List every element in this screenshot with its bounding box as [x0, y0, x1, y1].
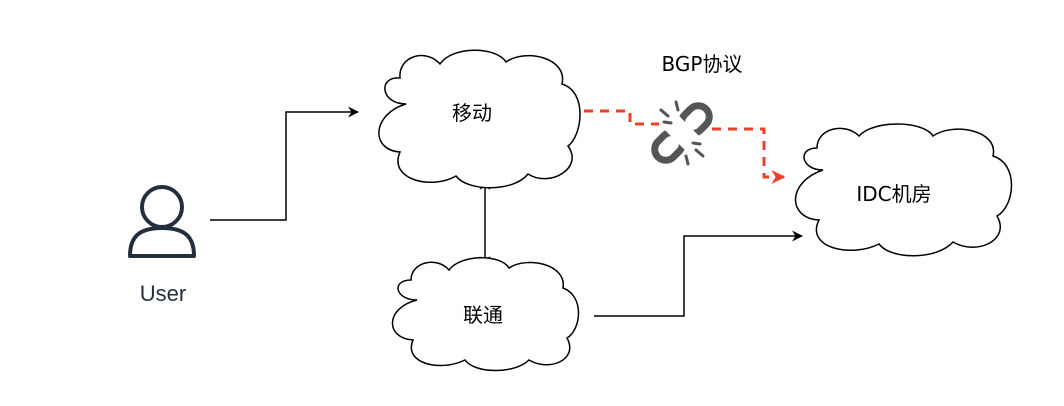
bgp-protocol-label: BGP协议 [662, 52, 743, 76]
edge-user-to-mobile [210, 106, 360, 221]
cloud-unicom[interactable] [391, 257, 580, 372]
cloud-mobile[interactable] [378, 49, 581, 189]
idc-label: IDC机房 [856, 182, 931, 206]
user-icon[interactable] [128, 185, 196, 258]
edge-bgp-dashed [584, 109, 659, 126]
cloud-idc[interactable] [794, 123, 1013, 257]
link-break-marks [659, 100, 705, 166]
edge-bgp-dashed-end [712, 127, 786, 184]
broken-link-icon [651, 102, 713, 164]
unicom-label: 联通 [463, 303, 503, 327]
user-label: User [140, 281, 186, 306]
edge-unicom-to-idc [594, 230, 804, 317]
mobile-label: 移动 [452, 101, 492, 125]
